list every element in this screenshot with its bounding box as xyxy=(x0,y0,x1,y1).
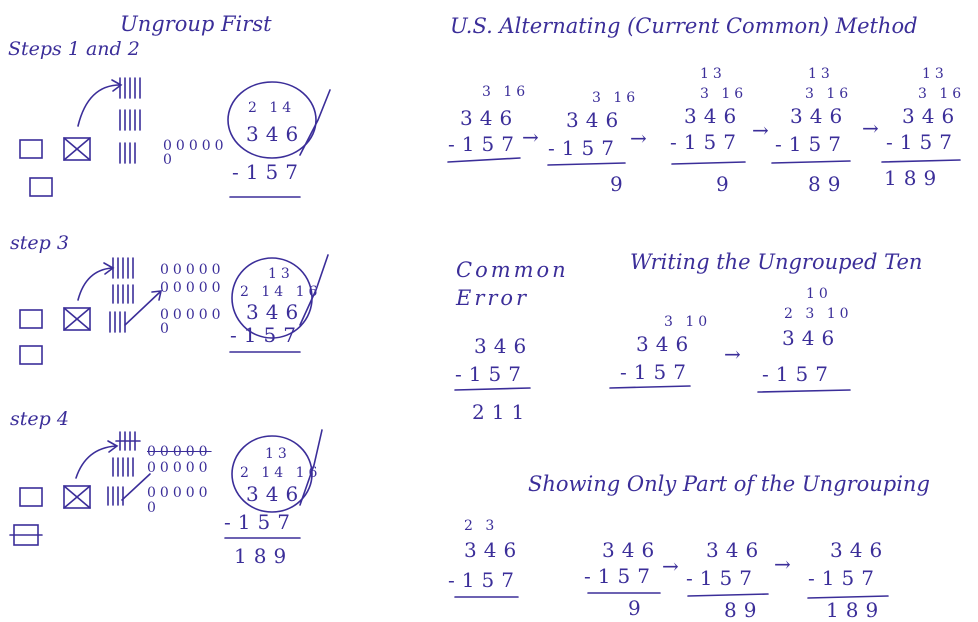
checkmark-1 xyxy=(299,89,331,156)
bottom-number: -157 xyxy=(448,568,521,592)
bottom-number: -157 xyxy=(762,362,835,386)
left-title: Ungroup First xyxy=(120,12,272,36)
regroup-marks: 2 14 xyxy=(248,100,296,116)
step-arrow: → xyxy=(862,116,879,140)
steps-1-2-label: Steps 1 and 2 xyxy=(8,38,140,60)
top-number: 346 xyxy=(474,334,534,358)
bottom-number: -157 xyxy=(808,566,881,590)
bottom-number: -157 xyxy=(775,132,848,156)
step-arrow: → xyxy=(662,554,679,578)
top-number: 346 xyxy=(830,538,890,562)
hundred-block-1 xyxy=(19,139,43,159)
bottom-number: -157 xyxy=(224,510,297,534)
regroup-marks: 2 3 xyxy=(464,518,499,534)
step-arrow: → xyxy=(522,125,539,149)
ones-extra: 0 xyxy=(160,321,173,337)
top-number: 346 xyxy=(246,482,306,506)
small-top: 13 xyxy=(808,66,834,82)
answer: 89 xyxy=(808,172,848,196)
regroup-marks: 3 16 xyxy=(918,86,966,102)
regroup-marks: 3 16 xyxy=(700,86,748,102)
top-number: 346 xyxy=(636,332,696,356)
answer: 189 xyxy=(234,544,294,568)
step-3-label: step 3 xyxy=(10,232,69,254)
bottom-number: -157 xyxy=(232,160,305,184)
small-top: 13 xyxy=(922,66,948,82)
us-method-title: U.S. Alternating (Current Common) Method xyxy=(450,14,918,38)
top-number: 346 xyxy=(246,122,306,146)
top-number: 346 xyxy=(246,300,306,324)
common-error-title-1: Common xyxy=(456,258,569,282)
bottom-number: -157 xyxy=(670,130,743,154)
step-arrow: → xyxy=(752,118,769,142)
regroup-marks: 3 16 xyxy=(805,86,853,102)
answer: 189 xyxy=(826,598,886,622)
ones-extra: 0 xyxy=(163,152,176,168)
ones-dots: 00000 xyxy=(163,138,228,154)
regroup-circle-1 xyxy=(227,81,317,159)
tens-tally-1 xyxy=(119,77,141,164)
bottom-number: -157 xyxy=(584,564,657,588)
ones-row-3: 00000 xyxy=(147,485,212,501)
ones-extra: 0 xyxy=(147,500,160,516)
small-top: 13 xyxy=(265,446,291,462)
top-number: 346 xyxy=(684,104,744,128)
regroup-marks: 2 3 10 xyxy=(784,306,853,322)
hundred-block-crossed xyxy=(63,137,91,161)
bottom-number: -157 xyxy=(448,132,521,156)
answer: 89 xyxy=(724,598,764,622)
common-error-title-2: Error xyxy=(456,286,530,310)
regroup-marks: 2 14 16 xyxy=(240,465,322,481)
step-arrow: → xyxy=(724,342,741,366)
partial-title: Showing Only Part of the Ungrouping xyxy=(528,472,930,496)
answer: 189 xyxy=(884,166,944,190)
step-4-label: step 4 xyxy=(10,408,69,430)
answer: 9 xyxy=(628,596,648,620)
ones-row-2: 00000 xyxy=(147,460,212,476)
bottom-number: -157 xyxy=(686,566,759,590)
step-arrow: → xyxy=(630,126,647,150)
ones-row-3: 00000 xyxy=(160,307,225,323)
regroup-marks: 2 14 16 xyxy=(240,284,322,300)
bottom-number: -157 xyxy=(620,360,693,384)
step-arrow: → xyxy=(774,552,791,576)
top-number: 346 xyxy=(706,538,766,562)
top-number: 346 xyxy=(902,104,962,128)
answer: 9 xyxy=(610,172,630,196)
regroup-marks: 3 16 xyxy=(592,90,640,106)
top-number: 346 xyxy=(566,108,626,132)
ones-row-2: 00000 xyxy=(160,280,225,296)
bottom-number: -157 xyxy=(548,136,621,160)
writing-ten-title: Writing the Ungrouped Ten xyxy=(630,250,923,274)
top-number: 346 xyxy=(464,538,524,562)
ones-row-1: 00000 xyxy=(160,262,225,278)
top-number: 346 xyxy=(782,326,842,350)
bottom-number: -157 xyxy=(455,362,528,386)
small-top: 13 xyxy=(268,266,294,282)
small-top: 10 xyxy=(806,286,832,302)
top-number: 346 xyxy=(460,106,520,130)
answer: 9 xyxy=(716,172,736,196)
ones-row-1: 00000 xyxy=(147,444,212,460)
small-top: 13 xyxy=(700,66,726,82)
ungroup-arrow-1 xyxy=(77,84,121,127)
bottom-number: -157 xyxy=(886,130,959,154)
hundred-block-2 xyxy=(29,177,53,197)
regroup-marks: 3 10 xyxy=(664,314,712,330)
top-number: 346 xyxy=(790,104,850,128)
bottom-number: -157 xyxy=(230,323,303,347)
top-number: 346 xyxy=(602,538,662,562)
regroup-marks: 3 16 xyxy=(482,84,530,100)
answer: 211 xyxy=(472,400,532,424)
